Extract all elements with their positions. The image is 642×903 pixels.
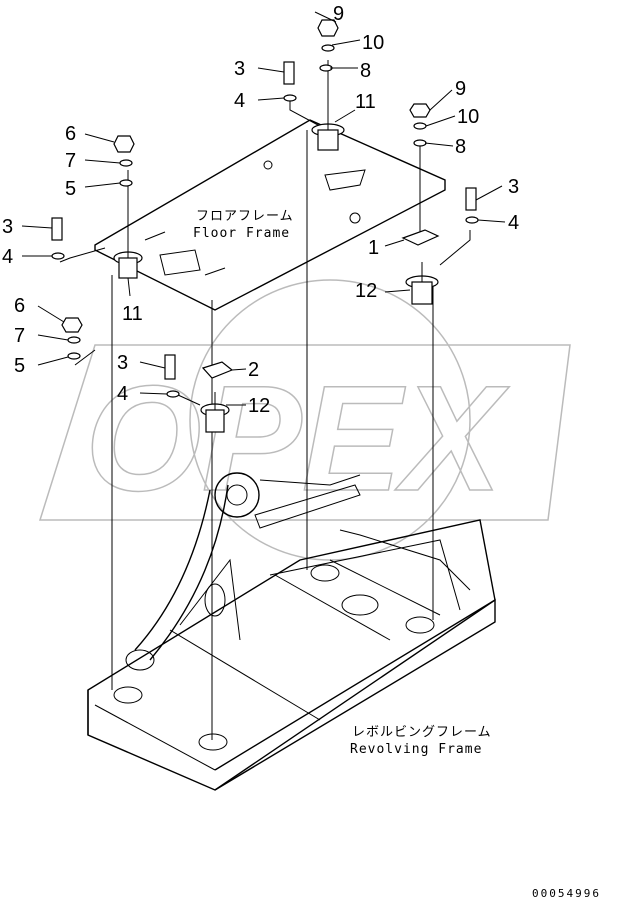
callout-4-center: 4 bbox=[117, 383, 128, 405]
callout-4-top: 4 bbox=[234, 90, 245, 112]
frame-labels: フロアフレーム Floor Frame レボルビングフレーム Revolving… bbox=[193, 209, 492, 757]
callout-3-right: 3 bbox=[508, 176, 519, 198]
callout-8-right: 8 bbox=[455, 136, 466, 158]
callout-10-right: 10 bbox=[457, 106, 479, 128]
floor-frame-label-en: Floor Frame bbox=[193, 226, 290, 241]
mount-12-right bbox=[405, 262, 439, 305]
callout-3-center: 3 bbox=[117, 352, 128, 374]
callouts: 9 10 8 3 4 11 9 10 8 3 4 1 12 6 7 5 3 4 … bbox=[2, 3, 519, 417]
document-number: 00054996 bbox=[532, 887, 601, 900]
callout-10-top: 10 bbox=[362, 32, 384, 54]
mount-11-left bbox=[113, 240, 143, 279]
mount-12-center bbox=[200, 392, 230, 433]
floor-frame bbox=[94, 119, 446, 311]
callout-2: 2 bbox=[248, 359, 259, 381]
callout-3-top: 3 bbox=[234, 58, 245, 80]
callout-12-center: 12 bbox=[248, 395, 270, 417]
leader-lines bbox=[21, 11, 506, 406]
callout-4-right: 4 bbox=[508, 212, 519, 234]
mount-11-top bbox=[311, 108, 345, 151]
callout-11-left: 11 bbox=[122, 303, 143, 325]
callout-8-top: 8 bbox=[360, 60, 371, 82]
callout-12-right: 12 bbox=[355, 280, 377, 302]
small-parts bbox=[51, 19, 479, 398]
floor-frame-label-jp: フロアフレーム bbox=[196, 209, 294, 224]
callout-3-left: 3 bbox=[2, 216, 13, 238]
callout-6-lower: 6 bbox=[14, 295, 25, 317]
callout-7-left: 7 bbox=[65, 150, 76, 172]
callout-7-lower: 7 bbox=[14, 325, 25, 347]
callout-9-right: 9 bbox=[455, 78, 466, 100]
watermark-text: OPEX bbox=[85, 354, 510, 522]
revolving-frame-label-en: Revolving Frame bbox=[350, 742, 482, 757]
callout-4-left: 4 bbox=[2, 246, 13, 268]
callout-6-left: 6 bbox=[65, 123, 76, 145]
revolving-frame-label-jp: レボルビングフレーム bbox=[352, 725, 492, 740]
callout-11-top: 11 bbox=[355, 91, 376, 113]
callout-5-left: 5 bbox=[65, 178, 76, 200]
callout-9-top: 9 bbox=[333, 3, 344, 25]
revolving-frame bbox=[87, 472, 496, 791]
callout-5-lower: 5 bbox=[14, 355, 25, 377]
watermark: OPEX bbox=[38, 279, 571, 561]
callout-1: 1 bbox=[368, 237, 379, 259]
